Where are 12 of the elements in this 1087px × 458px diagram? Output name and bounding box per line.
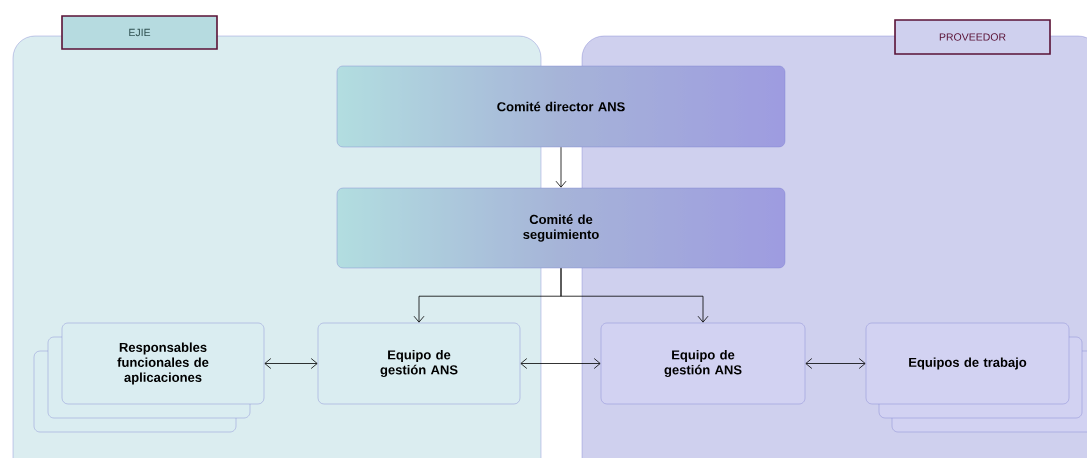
- arrow: [520, 358, 601, 369]
- process-box: Comité director ANS: [336, 65, 786, 148]
- process-box: Equipo de gestión ANS: [600, 322, 806, 405]
- process-box: Equipo de gestión ANS: [317, 322, 521, 405]
- process-box: Comité de seguimiento: [336, 187, 786, 269]
- stacked-box: Equipos de trabajo: [865, 322, 1087, 433]
- node-label: EJIE: [129, 28, 151, 37]
- arrow: [560, 267, 709, 323]
- stacked-box: Responsables funcionales de aplicaciones: [33, 322, 265, 433]
- arrow: [805, 358, 866, 369]
- arrow: [555, 146, 567, 188]
- arrow: [264, 358, 318, 369]
